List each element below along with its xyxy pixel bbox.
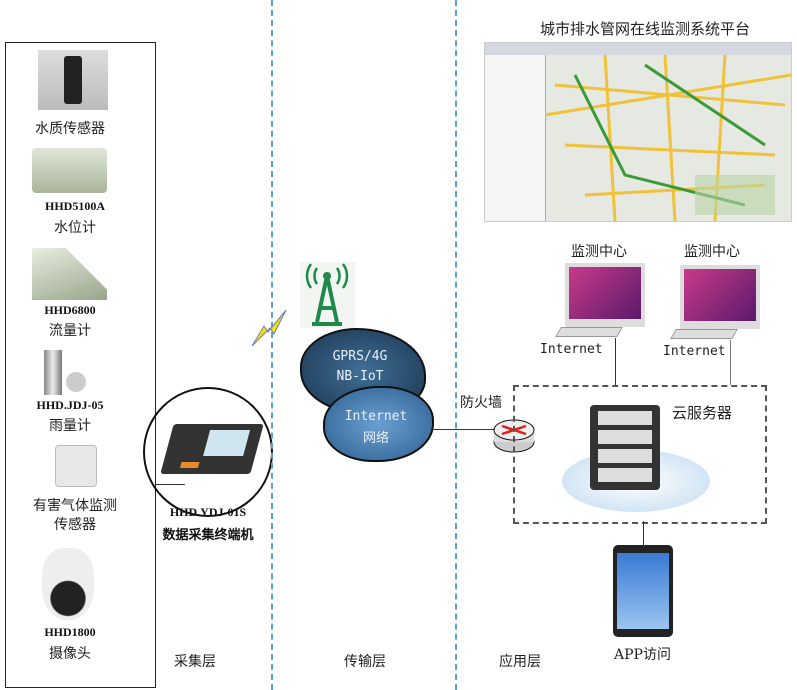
camera-image — [42, 548, 94, 620]
layer-label-collect: 采集层 — [174, 654, 216, 670]
layer-label-application: 应用层 — [499, 654, 541, 670]
monitor-connection-label: Internet — [663, 344, 726, 359]
sensor-model: HHD.JDJ-05 — [36, 398, 104, 412]
sensor-panel — [5, 42, 156, 688]
gis-map-screenshot — [484, 42, 792, 222]
server-rack-icon — [590, 405, 660, 490]
network-internet-label: 网络 — [362, 431, 389, 446]
rain-gauge-image — [44, 350, 62, 395]
sensor-model: HHD1800 — [44, 625, 96, 639]
network-wireless-label: NB-IoT — [336, 369, 384, 384]
monitor-connection-label: Internet — [540, 342, 603, 357]
sensor-name: 有害气体监测 — [33, 498, 117, 514]
connector-line — [643, 521, 644, 546]
terminal-circle — [143, 387, 273, 517]
network-wireless-label: GPRS/4G — [332, 349, 388, 364]
layer-divider — [271, 0, 273, 690]
sensor-model: HHD6800 — [44, 303, 96, 317]
signal-tower-icon — [300, 262, 355, 328]
monitor-computer-icon — [565, 263, 645, 327]
app-access-label: APP访问 — [614, 647, 671, 663]
cloud-service-box — [513, 385, 767, 524]
terminal-name: 数据采集终端机 — [162, 527, 254, 542]
sensor-name: 摄像头 — [49, 646, 91, 662]
sensor-model: HHD5100A — [45, 199, 105, 213]
sensor-name: 雨量计 — [49, 418, 91, 434]
connector-line — [430, 429, 495, 430]
network-internet-label: Internet — [344, 409, 408, 424]
firewall-label: 防火墙 — [460, 395, 502, 411]
water-level-sensor-image — [32, 148, 107, 193]
connector-line — [615, 338, 616, 385]
lightning-icon — [251, 309, 287, 347]
sensor-name: 水位计 — [54, 220, 96, 236]
layer-divider — [455, 0, 457, 690]
keyboard-icon — [670, 329, 738, 339]
terminal-model: HHD.YDJ-01S — [169, 505, 247, 519]
sensor-name-line2: 传感器 — [54, 517, 96, 533]
mobile-phone-icon — [613, 545, 673, 637]
rain-gauge-base-image — [66, 372, 86, 392]
layer-label-transport: 传输层 — [344, 654, 386, 670]
platform-title: 城市排水管网在线监测系统平台 — [540, 20, 751, 38]
keyboard-icon — [555, 327, 623, 337]
terminal-device-image — [160, 424, 264, 474]
cloud-server-label: 云服务器 — [672, 404, 733, 422]
gas-sensor-image — [55, 445, 97, 487]
monitor-center-label: 监测中心 — [684, 244, 740, 260]
water-quality-sensor-image — [38, 50, 108, 110]
internet-cloud — [323, 386, 434, 462]
monitor-computer-icon — [680, 265, 760, 329]
connector-line — [730, 340, 731, 385]
sensor-name: 流量计 — [49, 323, 91, 339]
monitor-center-label: 监测中心 — [571, 244, 627, 260]
sensor-name: 水质传感器 — [35, 121, 105, 137]
